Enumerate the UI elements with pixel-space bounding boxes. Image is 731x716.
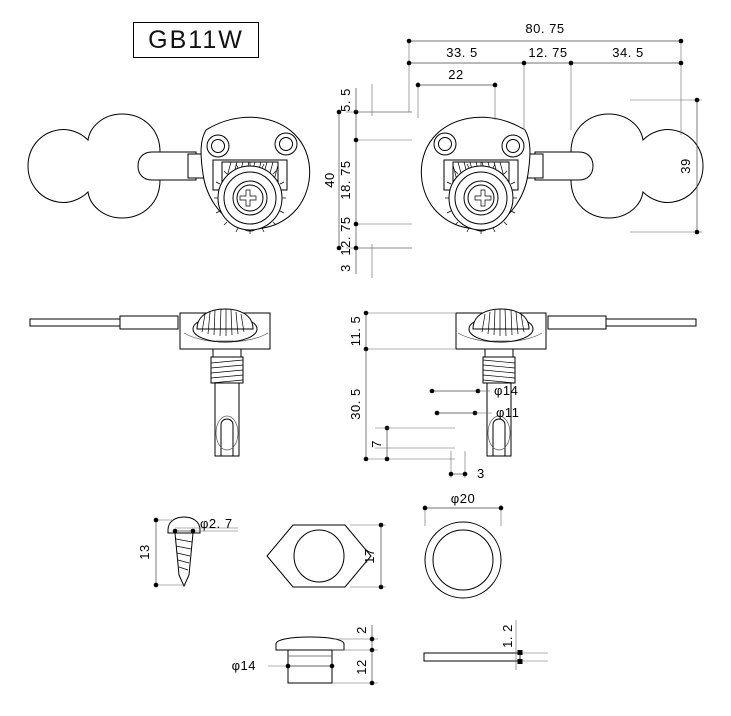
part-hex-nut: 17 [266,522,386,590]
dim-top-overall: 80. 75 [406,21,684,44]
part-bushing: 2 12 φ14 [232,625,378,686]
dim-label-left-bottom: 3 [338,264,353,272]
dim-label-post-height: 30. 5 [348,388,363,419]
dim-label-slot-width: 3 [477,466,485,481]
part-thin-washer: 1. 2 [423,620,548,670]
dim-label-nut-size: 17 [362,548,377,563]
dim-slot-width: 3 [448,451,485,481]
part-wood-screw: 13 φ2. 7 [137,516,238,588]
tuner-top-view-left [27,113,311,235]
dim-hole-spacing: 22 [415,67,498,88]
drawing-title-box: GB11W [133,22,259,58]
part-round-washer: φ20 [422,491,504,599]
dim-label-bushing-flange: 2 [354,626,369,634]
tuner-side-view-left [29,308,271,457]
side-dimension-group: 11. 5 30. 5 7 φ14 φ11 [348,310,519,481]
dim-label-left-top: 5. 5 [338,88,353,112]
dim-label-post-dia: φ11 [496,405,519,420]
dim-label-washer-dia: φ20 [451,491,475,506]
dim-label-bushing-dia: φ14 [232,658,256,673]
dim-label-top-seg-left: 33. 5 [446,45,477,60]
dim-top-chain: 33. 5 12. 75 34. 5 [406,45,684,66]
dim-bushing-dia: φ14 [429,383,518,398]
dim-label-thin-washer: 1. 2 [500,624,515,648]
dim-label-left-lower-mid: 12. 75 [338,216,353,255]
dim-label-screw-dia: φ2. 7 [200,516,233,531]
dim-label-hole-spacing: 22 [448,67,463,82]
dim-label-bushing-dia: φ14 [494,383,518,398]
dim-label-slot-height: 7 [369,440,384,448]
dim-label-left-overall: 40 [322,172,337,187]
dim-label-plate-height: 11. 5 [348,316,363,346]
dim-label-bushing-length: 12 [354,659,369,674]
dim-key-height: 39 [630,97,702,235]
dim-label-left-upper-mid: 18. 75 [338,160,353,199]
dim-post-dia: φ11 [434,405,519,420]
dim-label-screw-length: 13 [137,544,152,559]
tuner-top-view-right-dimensioned [420,113,704,235]
dim-label-top-seg-right: 34. 5 [612,45,643,60]
top-dimension-group: 80. 75 33. 5 12. 75 34. 5 22 [406,21,684,135]
page-title: GB11W [148,25,244,54]
dim-label-key-height: 39 [678,158,693,173]
tuner-side-view-right [455,308,697,457]
dim-label-top-seg-mid: 12. 75 [528,45,567,60]
dim-label-top-overall: 80. 75 [525,21,564,36]
left-vertical-dimension-group: 40 5. 5 18. 75 12. 75 3 [322,84,412,278]
